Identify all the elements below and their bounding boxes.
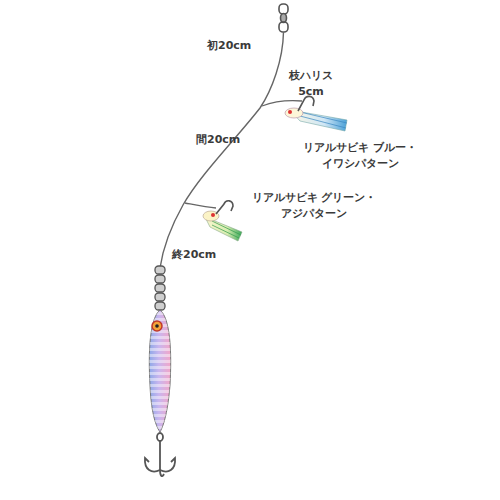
segment-length: 初20cm	[207, 38, 277, 54]
top-swivel	[279, 4, 288, 32]
branch-sabiki-blue	[262, 96, 347, 131]
lure-name: リアルサビキ グリーン・アジパターン	[246, 190, 382, 222]
lure-name: リアルサビキ ブルー・イワシパターン	[290, 140, 430, 172]
snap-swivel	[155, 266, 165, 310]
metal-jig	[149, 310, 170, 432]
segment-length: 間20cm	[196, 132, 266, 148]
branch-length: 枝ハリス 5cm	[284, 68, 338, 100]
segment-length: 終20cm	[172, 247, 242, 263]
main-line	[160, 32, 284, 268]
branch-sabiki-green	[185, 201, 242, 241]
treble-hook	[145, 433, 175, 476]
